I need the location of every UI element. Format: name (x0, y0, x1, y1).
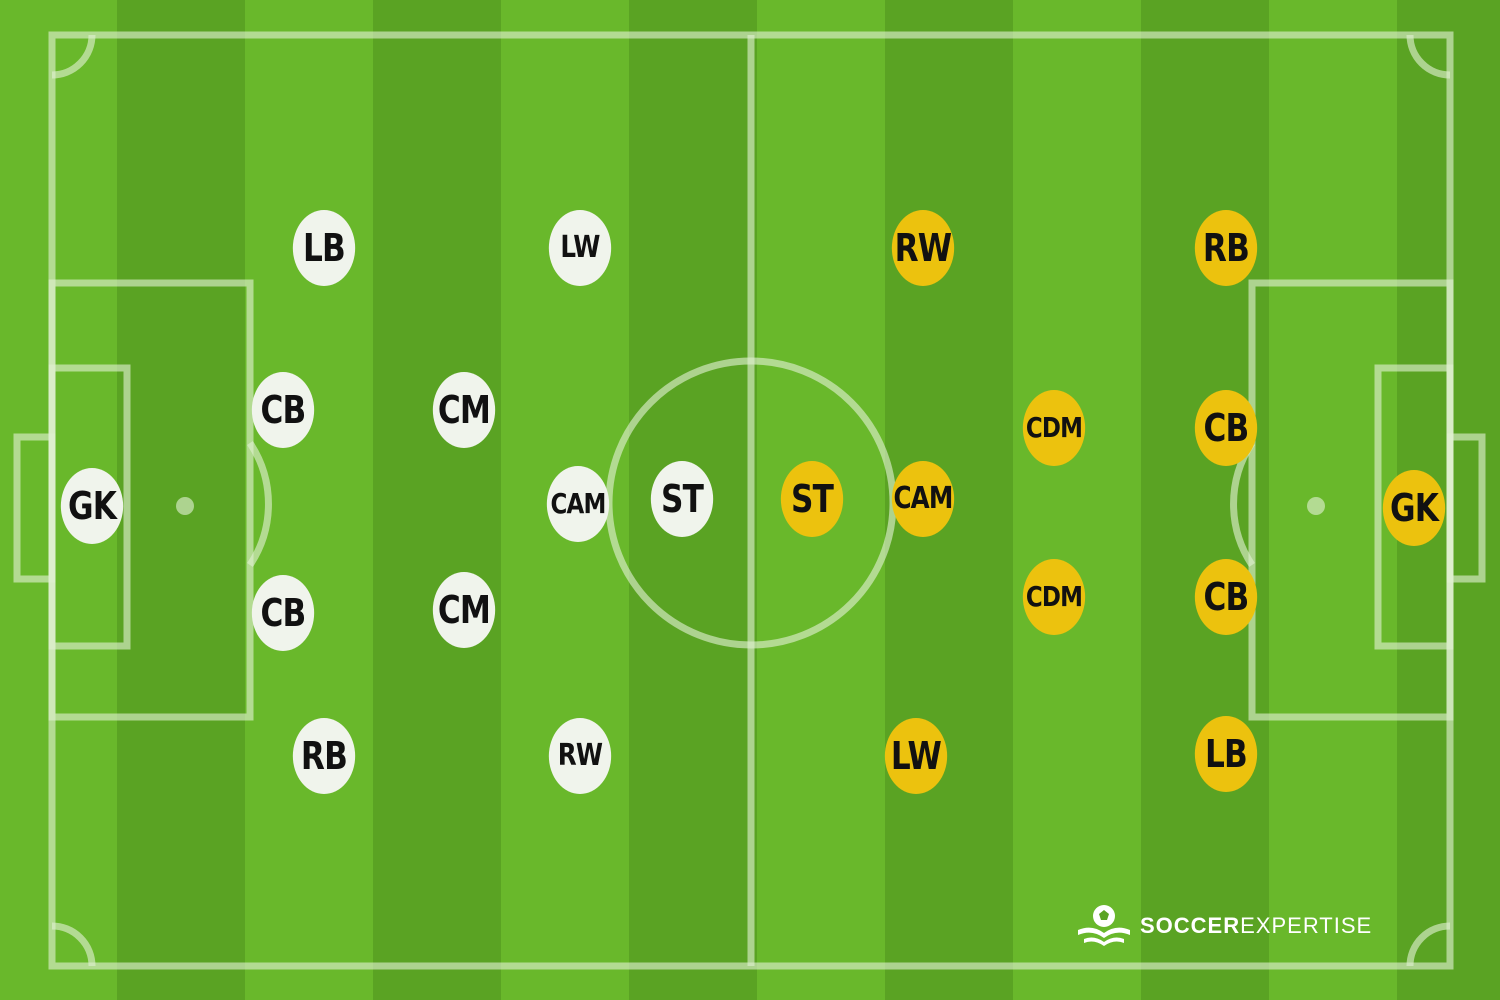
logo-word-soccer: SOCCER (1140, 913, 1241, 938)
home-player-lw: LW (548, 210, 612, 286)
left-goal (13, 433, 56, 583)
soccer-ball-book-icon (1078, 905, 1130, 946)
soccer-expertise-logo: SOCCEREXPERTISE (1076, 902, 1372, 950)
away-player-gk: GK (1382, 470, 1446, 546)
away-player-st: ST (780, 461, 844, 537)
grass-stripe (1013, 0, 1141, 1000)
away-player-lw: LW (884, 718, 948, 794)
corner-arc-bottom-right (1406, 922, 1451, 967)
grass-stripe (373, 0, 501, 1000)
away-player-cdm: CDM (1022, 559, 1086, 635)
away-player-cb: CB (1194, 390, 1258, 466)
away-player-rb: RB (1194, 210, 1258, 286)
home-player-cm: CM (432, 372, 496, 448)
corner-arc-top-left (51, 34, 96, 79)
right-penalty-spot (1307, 497, 1325, 515)
home-player-cb: CB (251, 575, 315, 651)
grass-stripe (1141, 0, 1269, 1000)
away-player-cb: CB (1194, 559, 1258, 635)
home-player-gk: GK (60, 468, 124, 544)
away-player-cam: CAM (891, 461, 955, 537)
away-player-cdm: CDM (1022, 390, 1086, 466)
home-player-cm: CM (432, 572, 496, 648)
left-penalty-arc (247, 441, 272, 567)
corner-arc-top-right (1406, 34, 1451, 79)
home-player-lb: LB (292, 210, 356, 286)
logo-wordmark: SOCCEREXPERTISE (1140, 913, 1372, 939)
home-player-rw: RW (548, 718, 612, 794)
home-player-st: ST (650, 461, 714, 537)
away-player-rw: RW (891, 210, 955, 286)
home-player-cam: CAM (546, 466, 610, 542)
left-penalty-spot (176, 497, 194, 515)
right-goal (1446, 433, 1486, 583)
home-player-cb: CB (251, 372, 315, 448)
logo-word-expertise: EXPERTISE (1240, 913, 1373, 938)
corner-arc-bottom-left (51, 922, 96, 967)
home-player-rb: RB (292, 718, 356, 794)
away-player-lb: LB (1194, 716, 1258, 792)
